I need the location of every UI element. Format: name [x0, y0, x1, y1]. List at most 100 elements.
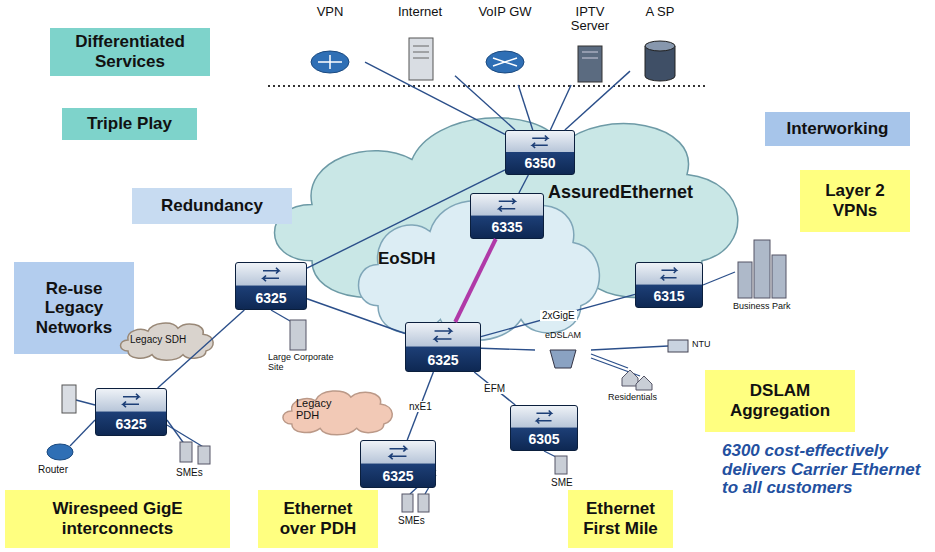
switch-device: 6315 [635, 262, 703, 308]
router-icon [486, 51, 524, 73]
node-label: Wirespeed GigE interconnects [11, 499, 224, 538]
feature-box: Ethernet over PDH [258, 490, 378, 548]
link-line [307, 170, 505, 268]
link-line [565, 71, 630, 130]
access-wires [70, 420, 95, 446]
service-node: VPN [295, 3, 365, 85]
router-icon [47, 444, 73, 460]
access-wires [591, 354, 628, 368]
access-wires [76, 400, 95, 405]
link-line [481, 294, 635, 336]
network-cloud: EoSDH6335 [352, 182, 612, 347]
link-label: 2xGigE [540, 310, 577, 321]
site-label: SMEs [176, 467, 226, 478]
cloud-outline [121, 323, 214, 360]
device-face [236, 263, 306, 286]
business-park-icon [754, 240, 770, 298]
site-label: Residentials [608, 393, 678, 403]
device-face [536, 411, 551, 424]
link-line [481, 348, 535, 350]
cloud-label: Legacy SDH [130, 334, 192, 345]
service-node: A SP [630, 3, 690, 85]
device-face [471, 194, 543, 216]
site-label: NTU [692, 340, 722, 350]
feature-box: Triple Play [62, 108, 197, 140]
server-icon [582, 52, 598, 58]
ntu-icon [668, 340, 688, 352]
feature-box: Wirespeed GigE interconnects [5, 490, 230, 548]
link-line [518, 85, 533, 130]
service-bus [268, 85, 706, 87]
node-label: Layer 2 VPNs [806, 181, 904, 220]
device-face [532, 135, 548, 148]
switch-device: 6335 [470, 193, 544, 239]
link-line [455, 239, 496, 322]
house-icon [636, 376, 652, 390]
model-number: 6325 [427, 352, 458, 371]
link-line [474, 372, 515, 405]
access-wires [167, 420, 185, 445]
router-icon [311, 51, 349, 73]
network-cloud: Legacy PDH [280, 385, 398, 437]
server-icon [578, 46, 602, 82]
device-face [96, 389, 166, 412]
business-park-icon [738, 240, 786, 298]
house-icon [622, 370, 638, 386]
model-number: 6305 [528, 431, 559, 450]
node-label: VoIP GW [468, 3, 542, 19]
link-line [455, 76, 515, 130]
network-cloud: Legacy SDH [118, 318, 218, 362]
feature-box: DSLAM Aggregation [705, 370, 855, 432]
model-number: 6350 [524, 155, 555, 174]
device-face [661, 268, 676, 281]
router-icon [486, 51, 524, 73]
router-icon [318, 55, 342, 69]
service-node: VoIP GW [468, 3, 542, 85]
node-label: Interworking [786, 119, 888, 139]
business-park-icon [772, 255, 786, 298]
device-face [511, 406, 577, 428]
node-label: Differentiated Services [56, 32, 204, 71]
service-node: IPTV Server [562, 3, 618, 85]
site-label: SME [551, 477, 581, 488]
server-icon [409, 38, 433, 80]
node-label: VPN [295, 3, 365, 19]
server-icon [62, 385, 76, 413]
device-face [506, 131, 574, 153]
node-label: A SP [630, 3, 690, 19]
cloud-label: Legacy PDH [296, 397, 338, 421]
router-icon [493, 58, 517, 66]
server-icon [62, 385, 76, 413]
link-line [365, 62, 505, 134]
dslam-node: eDSLAM [535, 330, 591, 372]
device-face [361, 441, 435, 464]
business-park-icon [738, 262, 752, 298]
model-number: 6325 [382, 468, 413, 487]
node-label: Internet [385, 3, 455, 19]
link-line [407, 372, 433, 440]
feature-box: Layer 2 VPNs [800, 170, 910, 232]
database-icon [645, 41, 675, 51]
site-label: Large Corporate Site [268, 353, 334, 373]
node-label: Redundancy [161, 196, 263, 216]
model-number: 6325 [115, 416, 146, 435]
node-label: Ethernet over PDH [264, 499, 372, 538]
pc-icon [555, 456, 567, 474]
switch-device: 6350 [505, 130, 575, 175]
feature-box: Redundancy [132, 188, 292, 224]
pc-icon [418, 494, 429, 512]
feature-box: Differentiated Services [50, 28, 210, 76]
link-label: nxE1 [407, 401, 434, 412]
building-icon [290, 320, 306, 350]
server-icon [413, 46, 429, 58]
switch-device: 6325 [95, 388, 167, 436]
device-face [636, 263, 702, 285]
switch-device: 6325 [405, 322, 481, 372]
dslam-icon [550, 350, 576, 368]
feature-box: Re-use Legacy Networks [14, 262, 134, 354]
node-label: Triple Play [87, 114, 172, 134]
device-face [263, 268, 279, 281]
pc-icon [198, 446, 210, 464]
model-number: 6325 [255, 290, 286, 309]
house-icon [622, 370, 652, 390]
